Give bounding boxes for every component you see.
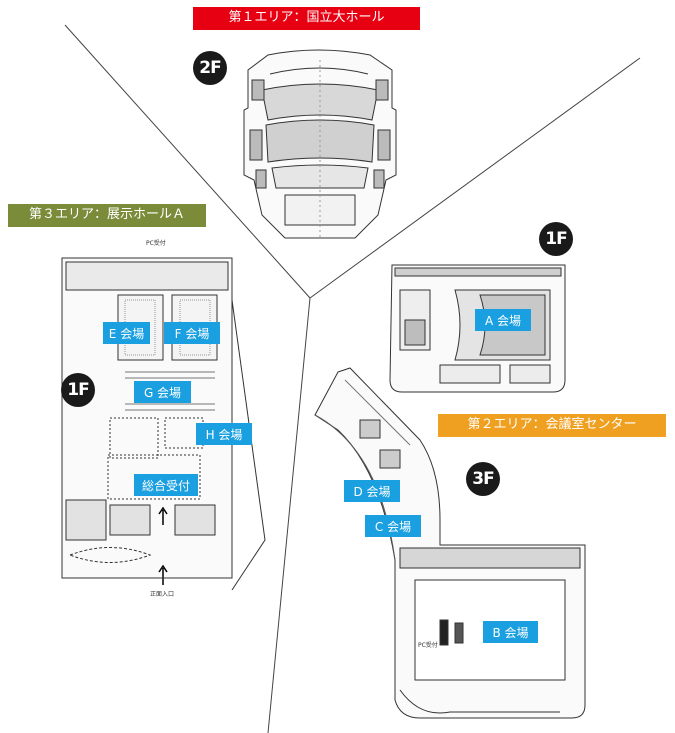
area2-banner: 第２エリア：会議室センター [438,414,666,437]
reception-label[interactable]: 総合受付 [134,474,198,496]
entrance-note: 正面入口 [150,591,175,598]
venue-a-label[interactable]: A 会場 [475,309,531,331]
pc-reception-top-note: PC受付 [146,240,166,247]
pc-reception-b-note: PC受付 [418,642,438,649]
floor-badge-hall: 2F [193,51,227,85]
floor-badge-exhibition: 1F [61,373,95,407]
venue-e-label[interactable]: E 会場 [103,322,150,344]
exhibition-plan [61,257,266,591]
venue-c-label[interactable]: C 会場 [365,515,421,537]
area1-banner: 第１エリア：国立大ホール [193,7,420,30]
area3-banner: 第３エリア：展示ホールＡ [8,204,206,227]
venue-d-label[interactable]: D 会場 [344,480,400,502]
venue-g-label[interactable]: G 会場 [134,381,191,403]
floor-badge-conference-3f: 3F [466,462,500,496]
hall-plan [243,49,397,239]
venue-f-label[interactable]: F 会場 [164,322,220,344]
floor-badge-conference-1f: 1F [539,222,573,256]
venue-h-label[interactable]: H 会場 [196,423,252,445]
venue-b-label[interactable]: B 会場 [483,621,538,643]
